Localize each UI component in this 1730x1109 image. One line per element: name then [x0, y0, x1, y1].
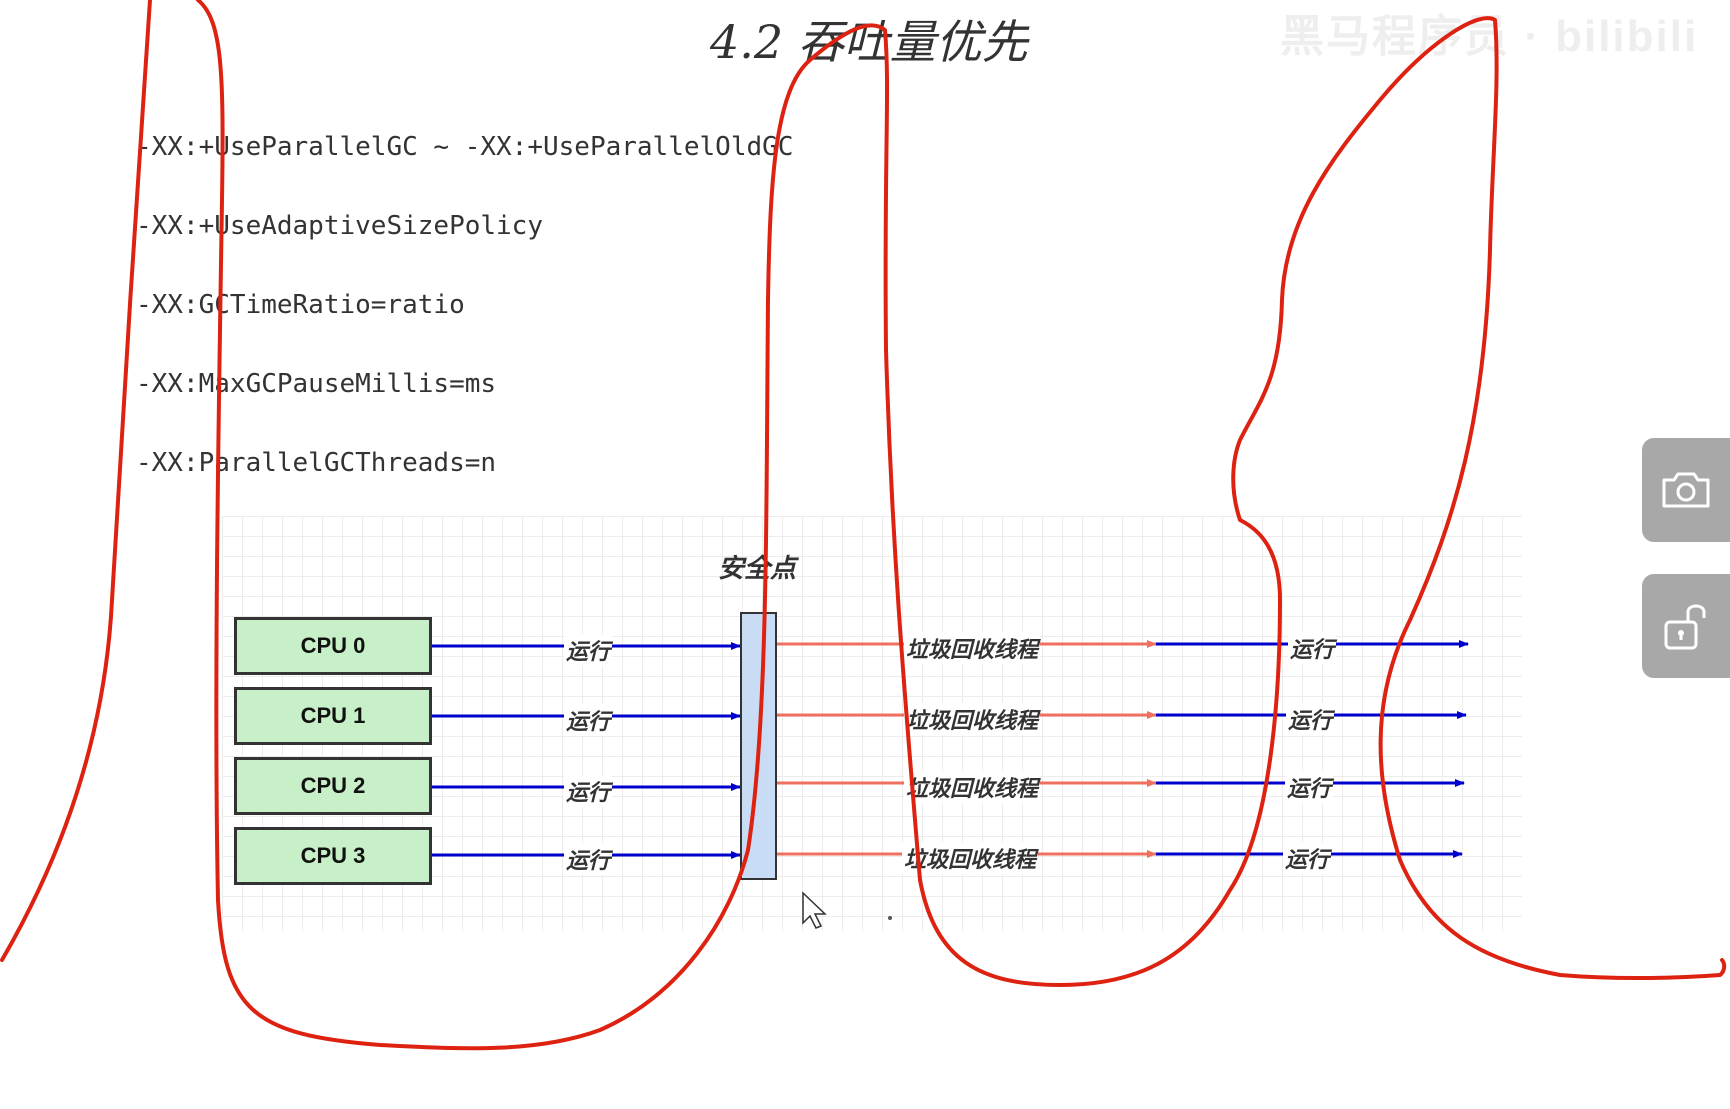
- resume-label-cpu-1: 运行: [1286, 703, 1335, 735]
- unlock-icon: [1664, 604, 1706, 650]
- resume-label-cpu-0: 运行: [1288, 632, 1337, 664]
- safepoint-bar: [740, 612, 777, 880]
- run-label-cpu-1: 运行: [564, 704, 613, 736]
- gc-label-cpu-1: 垃圾回收线程: [904, 703, 1041, 735]
- camera-icon: [1662, 472, 1710, 508]
- resume-label-cpu-2: 运行: [1285, 771, 1334, 803]
- screenshot-button[interactable]: [1642, 438, 1730, 542]
- run-label-cpu-2: 运行: [564, 775, 613, 807]
- cpu-box-3: CPU 3: [234, 827, 432, 885]
- lock-toggle-button[interactable]: [1642, 574, 1730, 678]
- run-label-cpu-0: 运行: [564, 634, 613, 666]
- cpu-box-1: CPU 1: [234, 687, 432, 745]
- run-label-cpu-3: 运行: [564, 843, 613, 875]
- cpu-box-0: CPU 0: [234, 617, 432, 675]
- resume-label-cpu-3: 运行: [1283, 842, 1332, 874]
- gc-label-cpu-2: 垃圾回收线程: [904, 771, 1041, 803]
- gc-label-cpu-0: 垃圾回收线程: [904, 632, 1041, 664]
- gc-label-cpu-3: 垃圾回收线程: [902, 842, 1039, 874]
- cpu-box-2: CPU 2: [234, 757, 432, 815]
